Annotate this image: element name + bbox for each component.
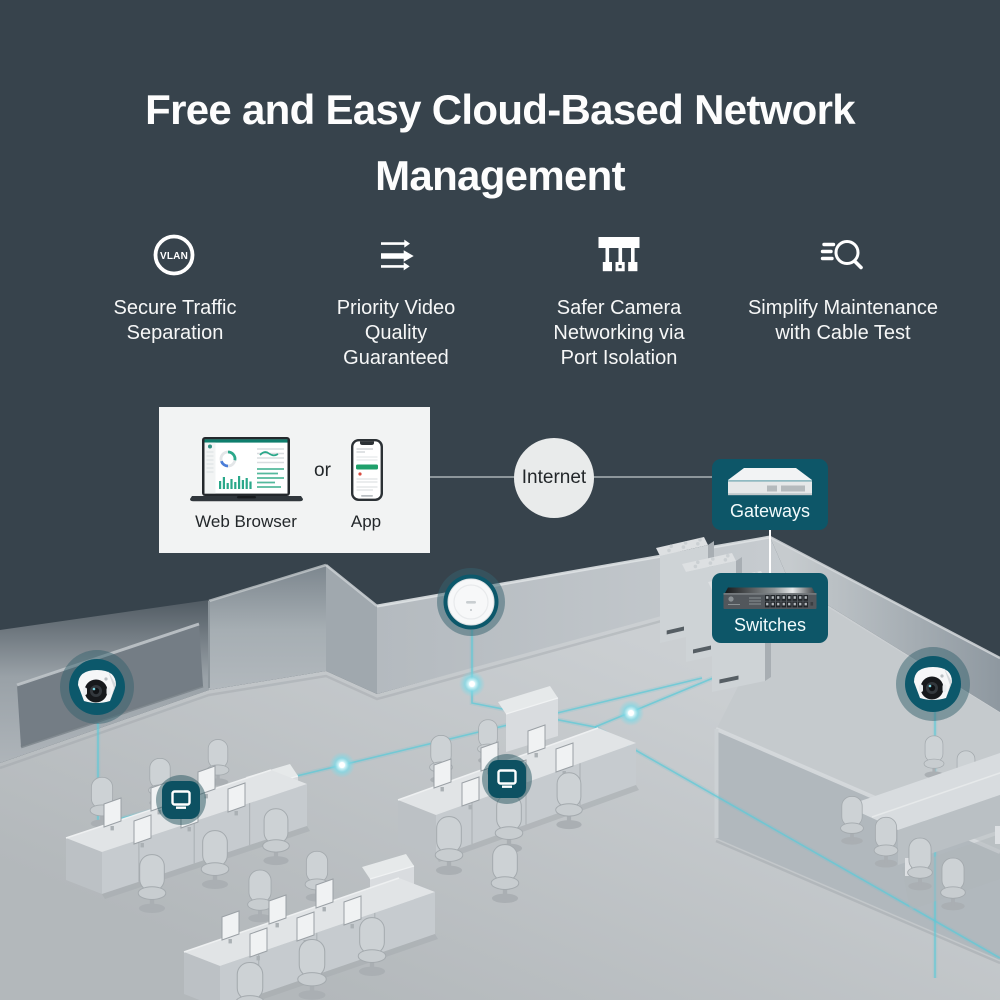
svg-text:VLAN: VLAN [160, 251, 188, 262]
